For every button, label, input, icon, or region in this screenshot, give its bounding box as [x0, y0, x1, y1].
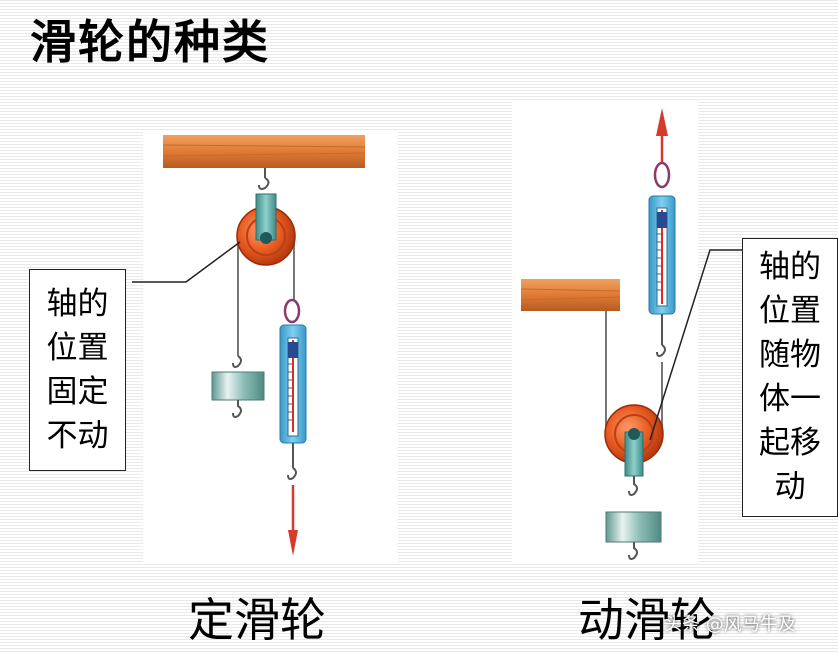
hook-icon	[287, 467, 297, 480]
hook-icon	[656, 344, 666, 357]
weight-block	[211, 371, 265, 401]
movable-note-leader	[649, 249, 742, 441]
scale-ring	[283, 298, 301, 324]
hook-icon	[628, 542, 638, 560]
scale-ring	[653, 161, 671, 189]
note-line: 轴的	[46, 286, 109, 322]
axle	[628, 428, 640, 440]
note-line: 位置	[759, 293, 821, 329]
movable-pulley-caption: 动滑轮	[578, 593, 716, 647]
hook-icon	[258, 177, 270, 190]
weight-block	[605, 511, 662, 543]
movable-pulley-note: 轴的 位置 随物 体一 起移 动	[742, 238, 838, 517]
arrow-up-icon	[656, 108, 668, 136]
fixed-note-leader	[132, 241, 241, 283]
watermark: 头条 @风马牛及	[664, 614, 796, 635]
fixed-pulley-note: 轴的 位置 固定 不动	[29, 269, 126, 471]
note-line: 固定	[46, 374, 109, 410]
note-line: 随物	[759, 337, 821, 373]
ceiling-beam	[163, 135, 365, 168]
hook-icon	[628, 476, 638, 496]
hook-icon	[232, 355, 242, 368]
fixed-pulley-illustration	[162, 135, 366, 556]
note-line: 轴的	[759, 249, 821, 285]
page-title: 滑轮的种类	[30, 15, 270, 69]
note-line: 动	[774, 469, 806, 505]
note-line: 起移	[759, 425, 821, 461]
axle	[260, 232, 272, 244]
note-line: 不动	[46, 418, 109, 454]
arrow-down-icon	[288, 530, 298, 556]
hook-icon	[232, 400, 242, 418]
movable-pulley-illustration	[520, 108, 676, 560]
fixed-pulley-caption: 定滑轮	[188, 593, 326, 647]
note-line: 体一	[759, 381, 821, 417]
support-beam	[521, 279, 620, 311]
note-line: 位置	[46, 330, 109, 366]
